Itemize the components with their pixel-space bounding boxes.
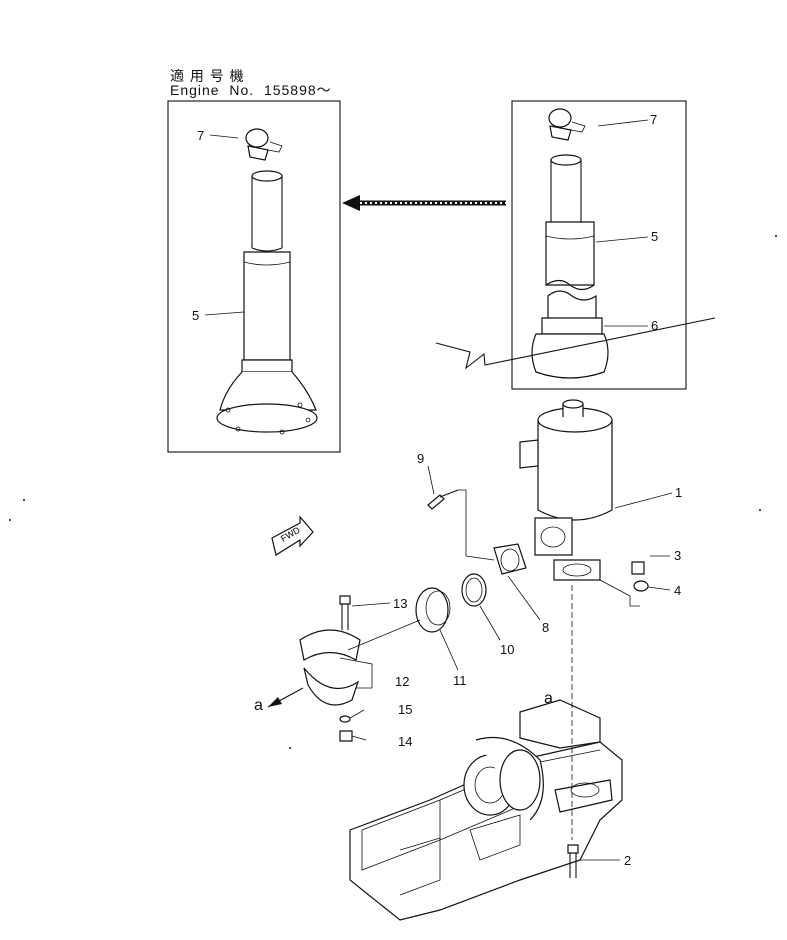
inset-box-right [511,100,687,390]
clamp-lower-12 [303,667,360,706]
callout-13: 13 [393,596,408,611]
washer-15 [339,715,351,723]
callout-11: 11 [453,673,467,688]
view-marker-a-left: a [254,697,263,714]
muffler-body [519,399,613,581]
callout-6: 6 [651,318,659,333]
callout-7-left: 7 [197,128,205,143]
callout-4: 4 [674,583,682,598]
gasket-8 [493,543,527,575]
callout-5-right: 5 [651,229,659,244]
stack-pipe-old-style [531,154,609,379]
spacer-4 [633,580,649,592]
applicable-serial-heading-jp: 適 用 号 機 [170,68,245,84]
pipe-adapter-11 [415,587,451,633]
engine-label: Engine [170,82,220,98]
callout-9: 9 [417,451,425,466]
number-label: No. [229,82,255,98]
clamp-upper-12 [299,629,361,661]
callout-2: 2 [624,853,632,868]
callout-14: 14 [398,734,413,749]
rain-cap-left [245,128,283,161]
engine-block-with-turbocharger [349,699,623,921]
bolt-9 [427,489,459,510]
replacement-arrow [342,195,506,211]
muffler-stack-new-style [216,170,318,435]
callout-1: 1 [675,485,683,500]
callout-5-left: 5 [192,308,200,323]
nut-14 [339,730,353,742]
serial-range: 155898〜 [263,82,332,98]
callout-10: 10 [500,642,515,657]
callout-12: 12 [395,674,410,689]
forward-direction-arrow [271,515,314,556]
view-marker-a-right: a [544,690,553,707]
break-line [435,317,716,370]
engine-serial-heading: Engine No. 155898〜 [170,80,332,100]
callout-7-right: 7 [650,112,658,127]
callout-3: 3 [674,548,682,563]
nut-3 [631,561,645,575]
callout-15: 15 [398,702,413,717]
bolt-13 [339,595,351,630]
inset-box-left [167,100,341,453]
callout-8: 8 [542,620,550,635]
bolt-2 [567,844,579,878]
rain-cap-right [548,108,586,141]
